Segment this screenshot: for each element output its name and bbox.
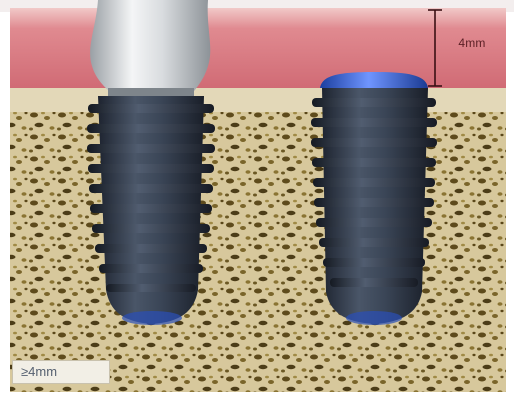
bone-layer <box>10 112 506 392</box>
implant-with-abutment <box>87 0 215 325</box>
implant-with-cover-screw <box>311 72 437 325</box>
soft-tissue-layer <box>10 8 506 90</box>
bone-depth-label: ≥4mm <box>12 360 110 384</box>
gum-thickness-label: 4mm <box>440 36 504 50</box>
